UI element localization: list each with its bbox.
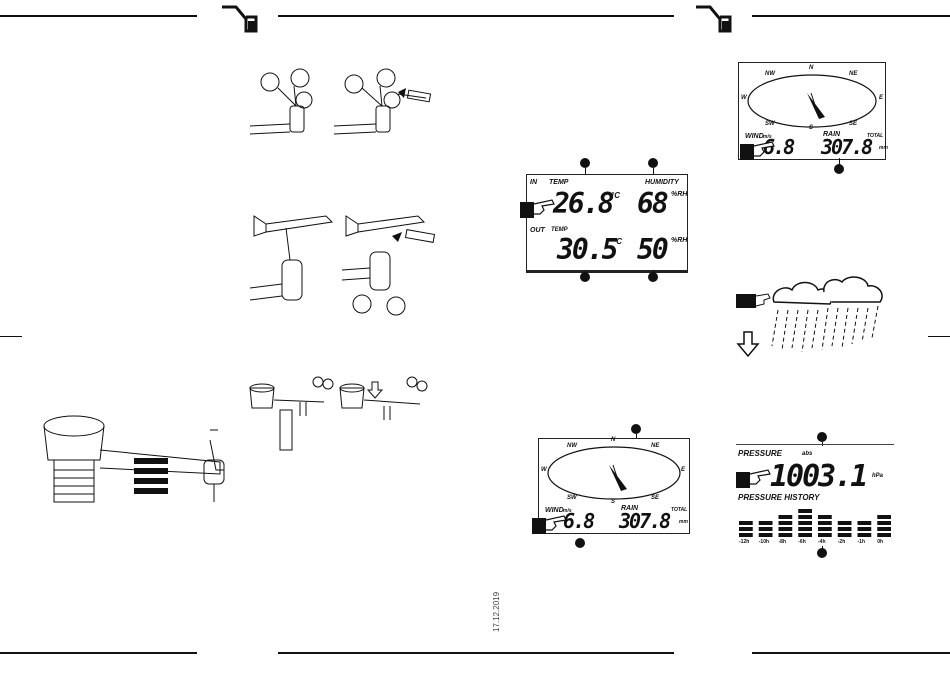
out-label: OUT	[530, 227, 545, 234]
compass-ne: NE	[651, 443, 659, 449]
pressure-history-ticks: -12h -10h -8h -6h -4h -2h -1h 0h	[736, 539, 894, 549]
rain-cloud-illustration	[734, 276, 894, 366]
in-label: IN	[530, 179, 537, 186]
history-bar	[818, 515, 832, 537]
side-mark-left	[0, 336, 22, 337]
pressure-history-chart	[736, 505, 894, 539]
anemometer-illustration	[248, 66, 438, 138]
in-temp-value: 26.8	[553, 187, 612, 220]
rain-gauge-mount-illustration	[244, 372, 440, 456]
history-tick-label: 0h	[877, 539, 883, 545]
compass-nw: NW	[765, 71, 775, 77]
compass-nw: NW	[567, 443, 577, 449]
history-bar	[759, 521, 773, 537]
history-bar	[739, 521, 753, 537]
compass-ne: NE	[849, 71, 857, 77]
compass-e: E	[681, 467, 685, 473]
rain-total-value: 307.8	[821, 135, 871, 159]
compass-s: S	[611, 499, 615, 505]
pressure-lcd: PRESSURE abs 1003.1 hPa PRESSURE HISTORY…	[736, 444, 894, 549]
callout-marker-4	[648, 272, 658, 282]
history-tick-label: -1h	[858, 539, 866, 545]
callout-marker-wind-top	[631, 424, 641, 434]
history-bar	[838, 521, 852, 537]
compass-w: W	[541, 467, 547, 473]
pressure-unit: hPa	[872, 473, 883, 479]
footer-rule-right	[752, 652, 950, 654]
history-bar	[877, 515, 891, 537]
pressure-value: 1003.1	[770, 459, 866, 494]
out-humidity-value: 50	[637, 233, 667, 266]
wind-compass-rose	[743, 67, 881, 133]
brand-logo-right	[694, 5, 734, 35]
rain-total-value: 307.8	[619, 509, 669, 533]
pointing-hand-icon	[736, 466, 772, 490]
compass-se: SE	[849, 121, 857, 127]
compass-n: N	[809, 65, 813, 71]
history-tick-label: -8h	[779, 539, 787, 545]
out-temp-unit: °C	[613, 237, 622, 246]
pressure-label: PRESSURE	[738, 449, 782, 458]
pointing-hand-icon	[532, 512, 568, 536]
history-tick-label: -4h	[818, 539, 826, 545]
footer-rule-center	[278, 652, 674, 654]
rain-unit: mm	[679, 519, 688, 525]
history-tick-label: -12h	[739, 539, 749, 545]
wind-compass-rose	[543, 441, 685, 505]
callout-marker-2	[648, 158, 658, 168]
pointing-hand-icon	[520, 196, 556, 220]
in-humidity-unit: %RH	[671, 191, 687, 198]
callout-marker-pressure-top	[817, 432, 827, 442]
pressure-abs-label: abs	[802, 451, 812, 457]
compass-w: W	[741, 95, 747, 101]
indoor-outdoor-lcd: IN TEMP HUMIDITY 26.8 °C 68 %RH OUT TEMP…	[526, 174, 688, 273]
header-rule-center	[278, 15, 674, 17]
pressure-history-label: PRESSURE HISTORY	[738, 493, 820, 502]
in-humidity-value: 68	[637, 187, 667, 220]
compass-e: E	[879, 95, 883, 101]
callout-marker-wind-bottom	[575, 538, 585, 548]
out-humidity-unit: %RH	[671, 237, 687, 244]
compass-sw: SW	[567, 495, 577, 501]
total-label: TOTAL	[671, 507, 687, 513]
compass-n: N	[611, 437, 615, 443]
callout-marker-3	[580, 272, 590, 282]
wind-vane-illustration	[246, 210, 442, 320]
footer-rule-left	[0, 652, 197, 654]
callout-marker-1	[580, 158, 590, 168]
out-temp-value: 30.5	[557, 233, 616, 266]
compass-s: S	[809, 125, 813, 131]
history-tick-label: -2h	[838, 539, 846, 545]
header-rule-left	[0, 15, 197, 17]
brand-logo-left	[220, 5, 260, 35]
sensor-assembly-illustration	[40, 410, 236, 520]
in-temp-unit: °C	[611, 191, 620, 200]
header-rule-right	[752, 15, 950, 17]
callout-marker-rain	[834, 164, 844, 174]
history-bar	[798, 509, 812, 537]
callout-marker-pressure-bottom	[817, 548, 827, 558]
compass-se: SE	[651, 495, 659, 501]
history-bar	[779, 515, 793, 537]
print-date: 17.12.2019	[492, 592, 501, 632]
history-tick-label: -6h	[798, 539, 806, 545]
history-tick-label: -10h	[759, 539, 769, 545]
pointing-hand-icon	[740, 138, 776, 162]
humidity-label: HUMIDITY	[645, 179, 679, 186]
history-bar	[858, 521, 872, 537]
side-mark-right	[928, 336, 950, 337]
temp-label: TEMP	[549, 179, 568, 186]
rain-unit: mm	[879, 145, 888, 151]
compass-sw: SW	[765, 121, 775, 127]
